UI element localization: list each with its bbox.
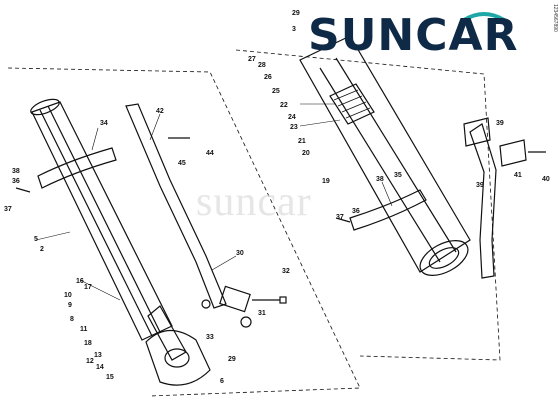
right-cylinder-body xyxy=(299,35,471,273)
right-assembly xyxy=(235,35,546,361)
right-callout-41: 41 xyxy=(514,172,522,179)
right-callout-38: 38 xyxy=(376,176,384,183)
corner-code: 1234567890 xyxy=(552,4,558,32)
left-callout-14: 14 xyxy=(96,364,104,371)
right-cylinder-end-inner xyxy=(428,247,460,269)
right-piston-section xyxy=(329,83,375,125)
left-callout-44: 44 xyxy=(206,150,214,157)
leader xyxy=(211,255,237,271)
left-cylinder-line-a xyxy=(39,109,153,337)
left-bolt-head xyxy=(279,296,287,304)
left-cylinder-line-b xyxy=(47,105,161,333)
left-clevis-eye xyxy=(164,348,190,368)
left-assembly xyxy=(7,67,361,397)
right-callout-27: 27 xyxy=(248,56,256,63)
left-callout-37: 37 xyxy=(4,206,12,213)
right-pipe xyxy=(469,123,497,279)
right-dashed-boundary xyxy=(235,49,501,361)
right-cylinder-line-b xyxy=(335,57,457,253)
right-callout-35: 35 xyxy=(394,172,402,179)
right-callout-23: 23 xyxy=(290,124,298,131)
left-callout-10: 10 xyxy=(64,292,72,299)
left-callout-18: 18 xyxy=(84,340,92,347)
leader xyxy=(299,119,341,127)
leader xyxy=(91,127,99,151)
right-small-bolt xyxy=(335,217,351,223)
right-callout-26: 26 xyxy=(264,74,272,81)
right-bracket xyxy=(463,117,491,147)
left-callout-36: 36 xyxy=(12,178,20,185)
watermark: suncar xyxy=(196,179,312,225)
left-callout-42: 42 xyxy=(156,108,164,115)
right-callout-36: 36 xyxy=(352,208,360,215)
right-callout-22: 22 xyxy=(280,102,288,109)
right-callout-29: 29 xyxy=(292,10,300,17)
left-callout-11: 11 xyxy=(80,326,88,333)
left-dashed-boundary xyxy=(7,67,361,397)
left-fitting-block xyxy=(219,285,251,313)
right-cylinder-line-a xyxy=(319,67,441,263)
left-callout-38: 38 xyxy=(12,168,20,175)
right-callout-21: 21 xyxy=(298,138,306,145)
left-callout-32: 32 xyxy=(282,268,290,275)
left-callout-30: 30 xyxy=(236,250,244,257)
leader xyxy=(79,279,121,301)
right-callout-24: 24 xyxy=(288,114,296,121)
right-callout-37: 37 xyxy=(336,214,344,221)
leader xyxy=(35,231,71,241)
logo-wordmark: SUNCAR xyxy=(308,10,519,61)
right-callout-25: 25 xyxy=(272,88,280,95)
logo-graphic xyxy=(462,12,506,22)
right-callout-28: 28 xyxy=(258,62,266,69)
left-washer xyxy=(201,299,211,309)
right-callout-39: 39 xyxy=(476,182,484,189)
logo-teal-swoosh xyxy=(462,12,506,22)
leader xyxy=(149,113,161,141)
right-callout-3: 3 xyxy=(292,26,296,33)
leader-lines xyxy=(35,103,393,301)
left-callout-16: 16 xyxy=(76,278,84,285)
right-clamp-band xyxy=(349,189,427,231)
left-clamp-band xyxy=(37,147,117,189)
right-callout-19: 19 xyxy=(322,178,330,185)
left-callout-33: 33 xyxy=(206,334,214,341)
brand-logo: SUNCAR xyxy=(308,10,553,62)
right-bracket-clip xyxy=(499,139,527,167)
left-clevis xyxy=(145,329,211,386)
left-rod xyxy=(147,305,187,361)
left-callout-8: 8 xyxy=(70,316,74,323)
left-callout-13: 13 xyxy=(94,352,102,359)
left-small-bolt xyxy=(15,187,31,193)
left-cylinder-top xyxy=(30,98,60,116)
left-callout-2: 2 xyxy=(40,246,44,253)
left-plug xyxy=(240,316,252,328)
left-callout-6: 6 xyxy=(220,378,224,385)
left-callout-45: 45 xyxy=(178,160,186,167)
leader xyxy=(381,181,393,207)
left-callout-34: 34 xyxy=(100,120,108,127)
left-callout-9: 9 xyxy=(68,302,72,309)
right-callout-39: 39 xyxy=(496,120,504,127)
left-callout-31: 31 xyxy=(258,310,266,317)
right-callout-40: 40 xyxy=(542,176,550,183)
left-cylinder-body xyxy=(31,101,173,341)
right-cylinder-end xyxy=(419,240,469,276)
left-callout-29: 29 xyxy=(228,356,236,363)
left-callout-12: 12 xyxy=(86,358,94,365)
right-callout-20: 20 xyxy=(302,150,310,157)
left-callout-15: 15 xyxy=(106,374,114,381)
right-piston-rings xyxy=(333,89,371,119)
left-callout-5: 5 xyxy=(34,236,38,243)
left-pipe xyxy=(125,103,227,309)
left-callout-17: 17 xyxy=(84,284,92,291)
